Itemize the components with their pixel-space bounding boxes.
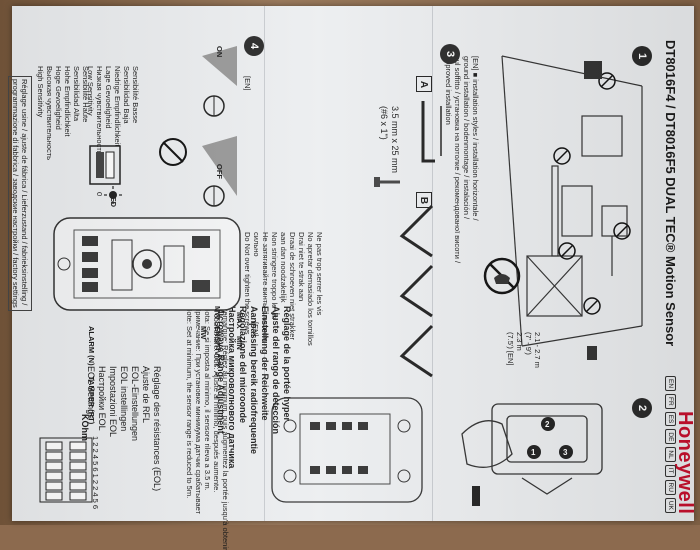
alarm-label: ALARM (N) <box>87 326 96 366</box>
step-1-badge: 1 <box>632 46 652 66</box>
instruction-sheet: Honeywell DT8016F4 / DT8016F5 DUAL TEC® … <box>8 6 696 550</box>
svg-text:3: 3 <box>563 448 568 457</box>
no-obstruction-icon <box>159 138 187 166</box>
mount-option-b: B <box>416 192 432 208</box>
board-min-label: MIN <box>235 336 244 350</box>
corner-mount-brackets <box>399 204 434 378</box>
page-title: DT8016F4 / DT8016F5 DUAL TEC® Motion Sen… <box>663 40 678 347</box>
mw-label: MW <box>199 326 208 340</box>
step-3-badge: 3 <box>440 44 460 64</box>
brand-logo: Honeywell <box>674 411 696 515</box>
lang-tag: NL <box>665 447 676 462</box>
led-icon <box>104 186 122 204</box>
svg-text:2: 2 <box>545 420 550 429</box>
dip-values-a: 1 2 2 4 5 6 1 2 2 4 5 6 <box>91 436 100 510</box>
no-pets-icon <box>483 257 521 295</box>
mount-option-a: A <box>416 76 432 92</box>
lang-tag: ES <box>665 411 676 427</box>
lang-tag: RU <box>665 479 676 495</box>
high-sensitivity-text: Sensibilité Haute Sensibilidad Alta Hohe… <box>36 66 90 161</box>
detector-board-diagram <box>271 397 423 503</box>
zero-label: 0 <box>95 192 104 197</box>
fold-line <box>264 6 265 521</box>
step-4-badge: 4 <box>244 36 264 56</box>
on-label: ON <box>215 46 224 58</box>
board-max-label: MAX <box>235 312 244 329</box>
jumper-switch <box>89 145 121 185</box>
step-1-note: [EN] ■ installation styles / installatio… <box>444 56 480 264</box>
screw-size: 3.5 mm x 25 mm (#6 x 1") <box>379 106 400 174</box>
svg-text:1: 1 <box>531 448 536 457</box>
lang-tag: FR <box>665 394 676 409</box>
sensor-circuit-board <box>53 217 241 311</box>
fold-line <box>432 6 433 521</box>
lang-tag: IT <box>665 464 676 477</box>
mounting-height: 2.1 - 2.7 m (7' - 9') 2.3 m (7.5') [EN] <box>506 332 542 368</box>
eol-dip-switches <box>39 437 93 503</box>
sensitivity-coverage-diagram <box>202 46 237 207</box>
open-cover-illustration: 2 1 3 <box>461 403 603 506</box>
low-sensitivity-text: Sensibilité Basse Sensibilidad Baja Nied… <box>86 66 140 155</box>
step-2-badge: 2 <box>632 398 652 418</box>
tamper-label: TAMPER (RT) <box>87 376 96 425</box>
mw-range-notes: Remarque: Réglez au minimum, puis augmen… <box>185 306 230 550</box>
flat-mount-bracket <box>421 101 442 163</box>
screw-icon <box>374 177 400 187</box>
off-label: OFF <box>215 164 224 179</box>
lang-tag: UK <box>665 497 676 513</box>
lang-tag: EN <box>665 376 676 392</box>
factory-settings-note: Réglage usine / ajuste de fábrica / Lief… <box>8 76 32 311</box>
language-selector: EN FR ES DE NL IT RU UK <box>665 376 676 513</box>
mw-lang-tag: [EN] <box>251 322 260 337</box>
lang-tag: DE <box>665 429 676 445</box>
mw-sensitivity-label: MW SENSITIVITY <box>213 306 222 368</box>
room-installation-illustration <box>501 55 643 360</box>
